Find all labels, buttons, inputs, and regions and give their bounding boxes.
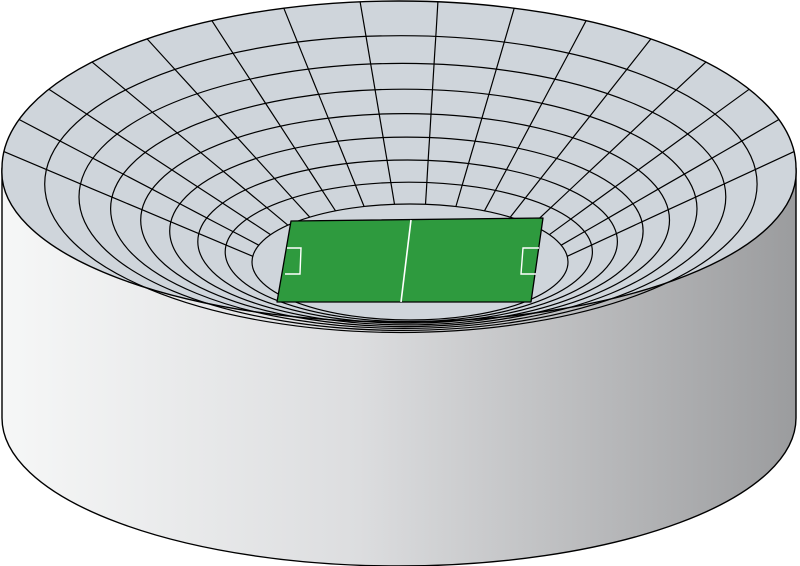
radial-aisle xyxy=(91,61,289,226)
pitch-right-penalty-box xyxy=(520,247,539,275)
seating-tier-ring xyxy=(224,181,593,323)
pitch-surface xyxy=(276,217,544,303)
radial-aisle xyxy=(18,118,260,246)
radial-aisle xyxy=(424,1,439,205)
seating-tier-ring xyxy=(251,203,569,321)
seating-tier-ring xyxy=(169,136,644,326)
radial-aisle xyxy=(146,38,311,218)
pitch-halfway-line xyxy=(400,219,412,303)
radial-aisle xyxy=(548,88,750,236)
radial-aisle xyxy=(509,38,652,218)
seating-tier-ring xyxy=(78,62,727,331)
radial-aisle xyxy=(455,8,515,207)
radial-aisle xyxy=(359,1,396,205)
seating-tier-ring xyxy=(197,159,619,324)
radial-aisle xyxy=(3,151,254,257)
radial-aisle xyxy=(211,20,337,212)
pitch-left-penalty-box xyxy=(285,247,302,275)
seating-tier-lines xyxy=(3,1,795,334)
seating-tier-ring xyxy=(140,113,671,328)
radial-aisle xyxy=(48,88,272,236)
radial-aisle xyxy=(560,118,780,246)
seating-tier-ring xyxy=(109,88,698,330)
seating-tier-ring xyxy=(44,35,758,334)
radial-aisle xyxy=(283,7,365,207)
football-pitch xyxy=(276,217,544,303)
radial-aisle xyxy=(483,20,587,212)
radial-aisle xyxy=(566,151,795,257)
radial-aisle xyxy=(531,61,707,226)
